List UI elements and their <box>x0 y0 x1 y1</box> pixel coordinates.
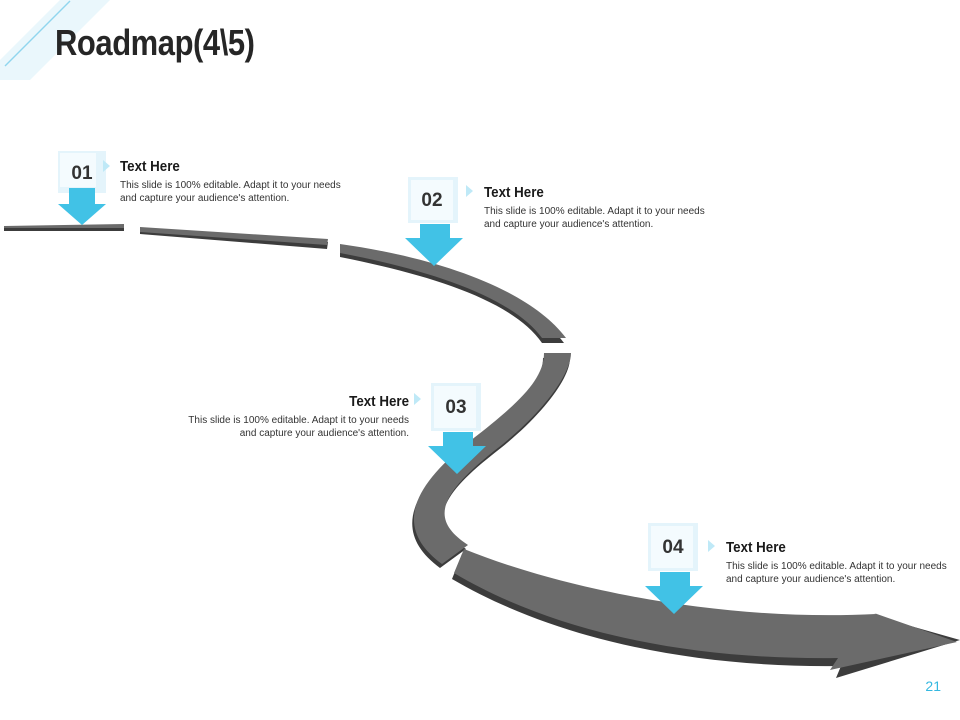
page-number: 21 <box>925 678 941 694</box>
milestone-body: This slide is 100% editable. Adapt it to… <box>484 206 705 230</box>
milestone-number: 03 <box>445 397 467 418</box>
corner-decoration <box>0 0 110 80</box>
arrow-down-icon <box>645 523 703 614</box>
pointer-icon <box>708 540 715 552</box>
arrow-down-icon <box>405 177 463 266</box>
arrow-down-icon <box>58 151 106 225</box>
milestone-body: This slide is 100% editable. Adapt it to… <box>120 180 341 204</box>
milestone-body: This slide is 100% editable. Adapt it to… <box>726 561 947 585</box>
arrow-down-icon <box>428 383 486 474</box>
milestone-text-01: Text Here This slide is 100% editable. A… <box>120 159 360 205</box>
slide-title: Roadmap(4\5) <box>55 22 255 63</box>
milestone-number: 02 <box>421 190 443 211</box>
milestone-heading: Text Here <box>120 159 180 175</box>
milestone-marker-03: 03 <box>428 382 488 474</box>
milestone-marker-04: 04 <box>645 522 705 614</box>
milestone-number: 01 <box>71 163 93 184</box>
milestone-heading: Text Here <box>484 185 544 201</box>
milestone-heading: Text Here <box>349 394 409 410</box>
milestone-text-02: Text Here This slide is 100% editable. A… <box>484 185 724 231</box>
milestone-number: 04 <box>662 537 684 558</box>
milestone-text-04: Text Here This slide is 100% editable. A… <box>726 540 960 586</box>
pointer-icon <box>466 185 473 197</box>
milestone-heading: Text Here <box>726 540 786 556</box>
road-surface <box>4 224 957 670</box>
milestone-marker-02: 02 <box>405 176 465 266</box>
milestone-marker-01: 01 <box>52 150 112 240</box>
pointer-icon <box>103 160 110 172</box>
milestone-text-03: Text Here This slide is 100% editable. A… <box>169 394 409 440</box>
milestone-body: This slide is 100% editable. Adapt it to… <box>188 415 409 439</box>
pointer-icon <box>414 393 421 405</box>
